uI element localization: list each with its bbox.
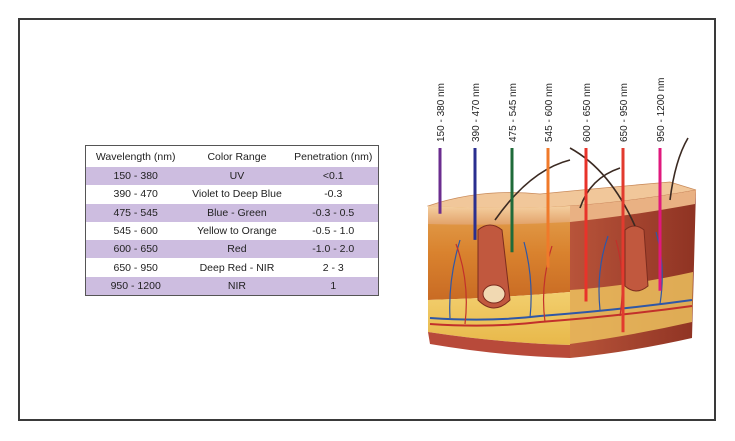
cell-penetration: -0.3 <box>288 185 379 204</box>
cell-color-range: Deep Red - NIR <box>185 258 289 277</box>
table-row: 600 - 650 Red -1.0 - 2.0 <box>85 240 379 259</box>
cell-penetration: -0.3 - 0.5 <box>288 203 379 222</box>
header-wavelength: Wavelength (nm) <box>85 145 186 167</box>
beam-label: 390 - 470 nm <box>471 83 482 142</box>
beam-label: 650 - 950 nm <box>619 83 630 142</box>
cell-wavelength: 150 - 380 <box>85 167 186 186</box>
cell-wavelength: 600 - 650 <box>85 240 186 259</box>
cell-color-range: Violet to Deep Blue <box>185 185 289 204</box>
hair-follicle-side <box>624 225 649 292</box>
beam-label: 150 - 380 nm <box>436 83 447 142</box>
table-header-row: Wavelength (nm) Color Range Penetration … <box>85 145 379 167</box>
muscle-layer <box>428 332 570 358</box>
table-row: 150 - 380 UV <0.1 <box>85 167 379 186</box>
cell-penetration: -1.0 - 2.0 <box>288 240 379 259</box>
table-row: 545 - 600 Yellow to Orange -0.5 - 1.0 <box>85 221 379 241</box>
cell-penetration: <0.1 <box>288 167 379 186</box>
cell-color-range: Yellow to Orange <box>185 221 289 241</box>
header-penetration: Penetration (nm) <box>288 145 379 167</box>
cell-color-range: NIR <box>185 276 289 296</box>
cell-wavelength: 390 - 470 <box>85 185 186 204</box>
cell-wavelength: 475 - 545 <box>85 203 186 222</box>
cell-color-range: UV <box>185 167 289 186</box>
hairs <box>494 137 689 227</box>
cell-color-range: Red <box>185 240 289 259</box>
cell-wavelength: 650 - 950 <box>85 258 186 277</box>
table-row: 475 - 545 Blue - Green -0.3 - 0.5 <box>85 203 379 222</box>
table-row: 950 - 1200 NIR 1 <box>85 276 379 296</box>
wavelength-penetration-table: Wavelength (nm) Color Range Penetration … <box>85 145 379 297</box>
hair-bulb <box>482 284 506 304</box>
skin-block <box>426 137 697 358</box>
beam-label: 950 - 1200 nm <box>656 78 667 143</box>
cell-wavelength: 545 - 600 <box>85 221 186 241</box>
light-beams: 150 - 380 nm 390 - 470 nm 475 - 545 nm 545 … <box>436 78 667 333</box>
cell-penetration: 1 <box>288 276 379 296</box>
capillaries-blue <box>449 231 663 319</box>
cell-penetration: 2 - 3 <box>288 258 379 277</box>
skin-cross-section-diagram: 150 - 380 nm 390 - 470 nm 475 - 545 nm 545 … <box>426 78 697 358</box>
header-color-range: Color Range <box>185 145 289 167</box>
cell-wavelength: 950 - 1200 <box>85 276 186 296</box>
side-epidermis <box>570 190 696 222</box>
beam-label: 545 - 600 nm <box>544 83 555 142</box>
cell-color-range: Blue - Green <box>185 203 289 222</box>
beam-label: 475 - 545 nm <box>508 83 519 142</box>
artery <box>429 305 693 327</box>
table-row: 390 - 470 Violet to Deep Blue -0.3 <box>85 185 379 204</box>
table-row: 650 - 950 Deep Red - NIR 2 - 3 <box>85 258 379 277</box>
beam-label: 600 - 650 nm <box>582 83 593 142</box>
cell-penetration: -0.5 - 1.0 <box>288 221 379 241</box>
vein <box>429 299 693 321</box>
